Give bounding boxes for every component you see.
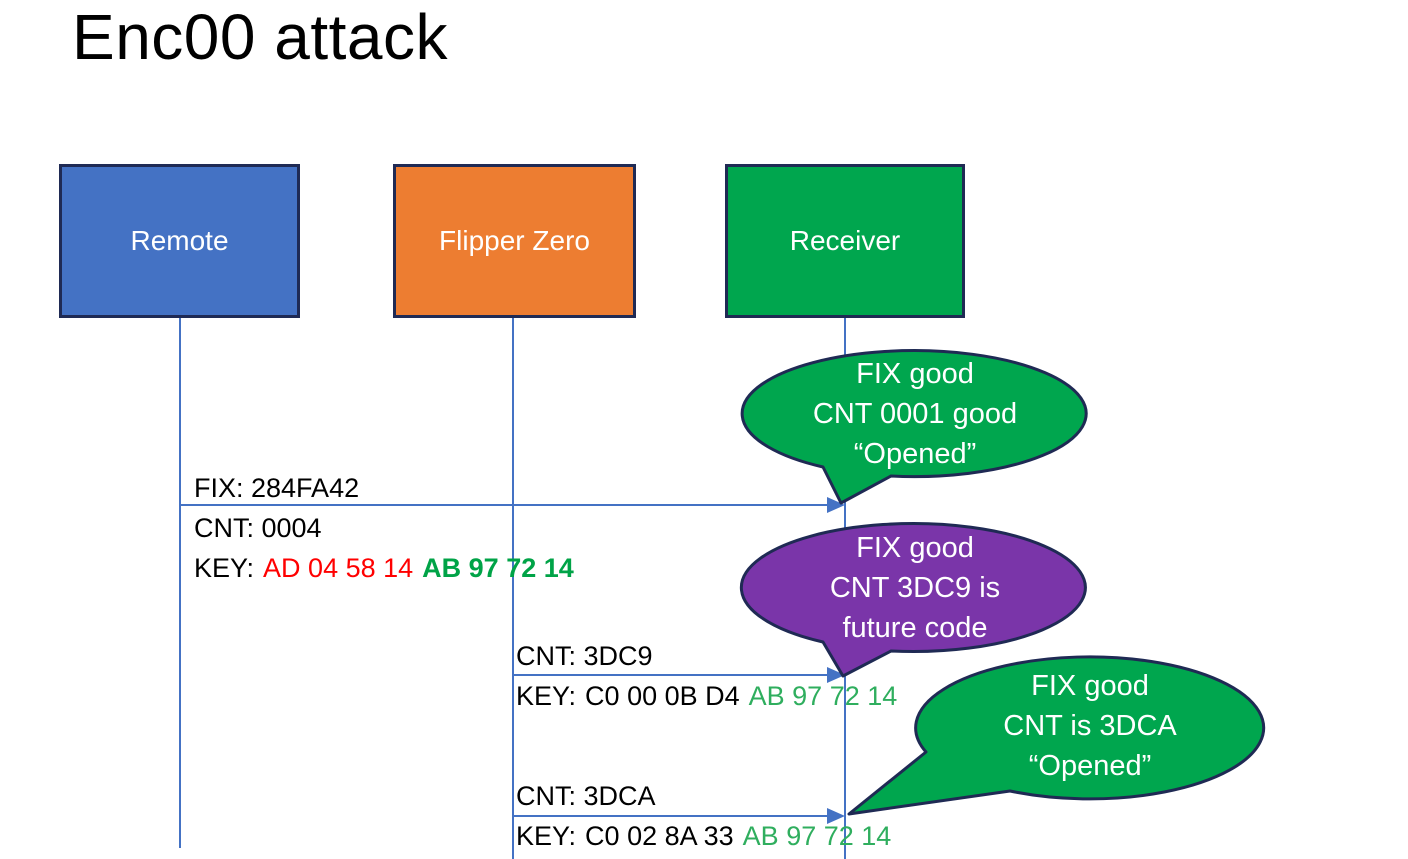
actor-box-receiver: Receiver <box>725 164 965 318</box>
bubble-line: future code <box>842 612 988 644</box>
arrowhead-icon <box>827 667 845 683</box>
message-1-fix: FIX: 284FA42 <box>194 473 360 503</box>
message-2-cnt: CNT: 3DC9 <box>516 641 653 671</box>
speech-bubble-3-text: FIX good CNT is 3DCA “Opened” <box>918 666 1262 786</box>
speech-bubble-1-shape <box>740 349 1088 505</box>
message-1-cnt: CNT: 0004 <box>194 513 322 543</box>
key-label: KEY: <box>194 553 255 583</box>
message-3-labels: CNT: 3DCA KEY: C0 02 8A 33 AB 97 72 14 <box>516 776 891 856</box>
bubble-line: FIX good <box>1031 670 1149 702</box>
key-bytes-green: AB 97 72 14 <box>748 681 898 711</box>
arrowhead-icon <box>827 808 845 824</box>
speech-bubble-1-text: FIX good CNT 0001 good “Opened” <box>743 354 1087 474</box>
key-label: KEY: <box>516 821 577 851</box>
message-3-cnt: CNT: 3DCA <box>516 781 656 811</box>
actor-label-remote: Remote <box>130 225 229 256</box>
message-2-key: KEY: C0 00 0B D4 AB 97 72 14 <box>516 676 897 716</box>
key-bytes-black: C0 02 8A 33 <box>585 821 734 851</box>
actor-label-flipper-zero: Flipper Zero <box>439 225 590 256</box>
message-3-key: KEY: C0 02 8A 33 AB 97 72 14 <box>516 816 891 856</box>
bubble-line: “Opened” <box>853 438 977 470</box>
actor-box-remote: Remote <box>59 164 300 318</box>
message-1-key: KEY: AD 04 58 14 AB 97 72 14 <box>194 548 574 588</box>
speech-bubble-3-shape <box>847 655 1266 816</box>
actor-label-receiver: Receiver <box>789 225 901 256</box>
slide-title: Enc00 attack <box>72 1 448 73</box>
speech-bubble-2-text: FIX good CNT 3DC9 is future code <box>743 528 1087 648</box>
key-bytes-green: AB 97 72 14 <box>422 553 574 583</box>
key-label: KEY: <box>516 681 577 711</box>
message-2-labels: CNT: 3DC9 KEY: C0 00 0B D4 AB 97 72 14 <box>516 636 897 716</box>
speech-bubble-2-shape <box>739 522 1087 678</box>
message-1-labels: FIX: 284FA42 CNT: 0004 KEY: AD 04 58 14 AB… <box>194 468 574 588</box>
key-bytes-green: AB 97 72 14 <box>742 821 892 851</box>
bubble-line: CNT 0001 good <box>812 398 1018 430</box>
bubble-line: FIX good <box>856 358 974 390</box>
bubble-line: FIX good <box>856 532 974 564</box>
arrowhead-icon <box>827 497 845 513</box>
key-bytes-black: C0 00 0B D4 <box>585 681 740 711</box>
bubble-line: CNT is 3DCA <box>1003 710 1177 742</box>
bubble-line: CNT 3DC9 is <box>829 572 1001 604</box>
key-bytes-red: AD 04 58 14 <box>263 553 414 583</box>
actor-box-flipper-zero: Flipper Zero <box>393 164 636 318</box>
bubble-line: “Opened” <box>1028 750 1152 782</box>
